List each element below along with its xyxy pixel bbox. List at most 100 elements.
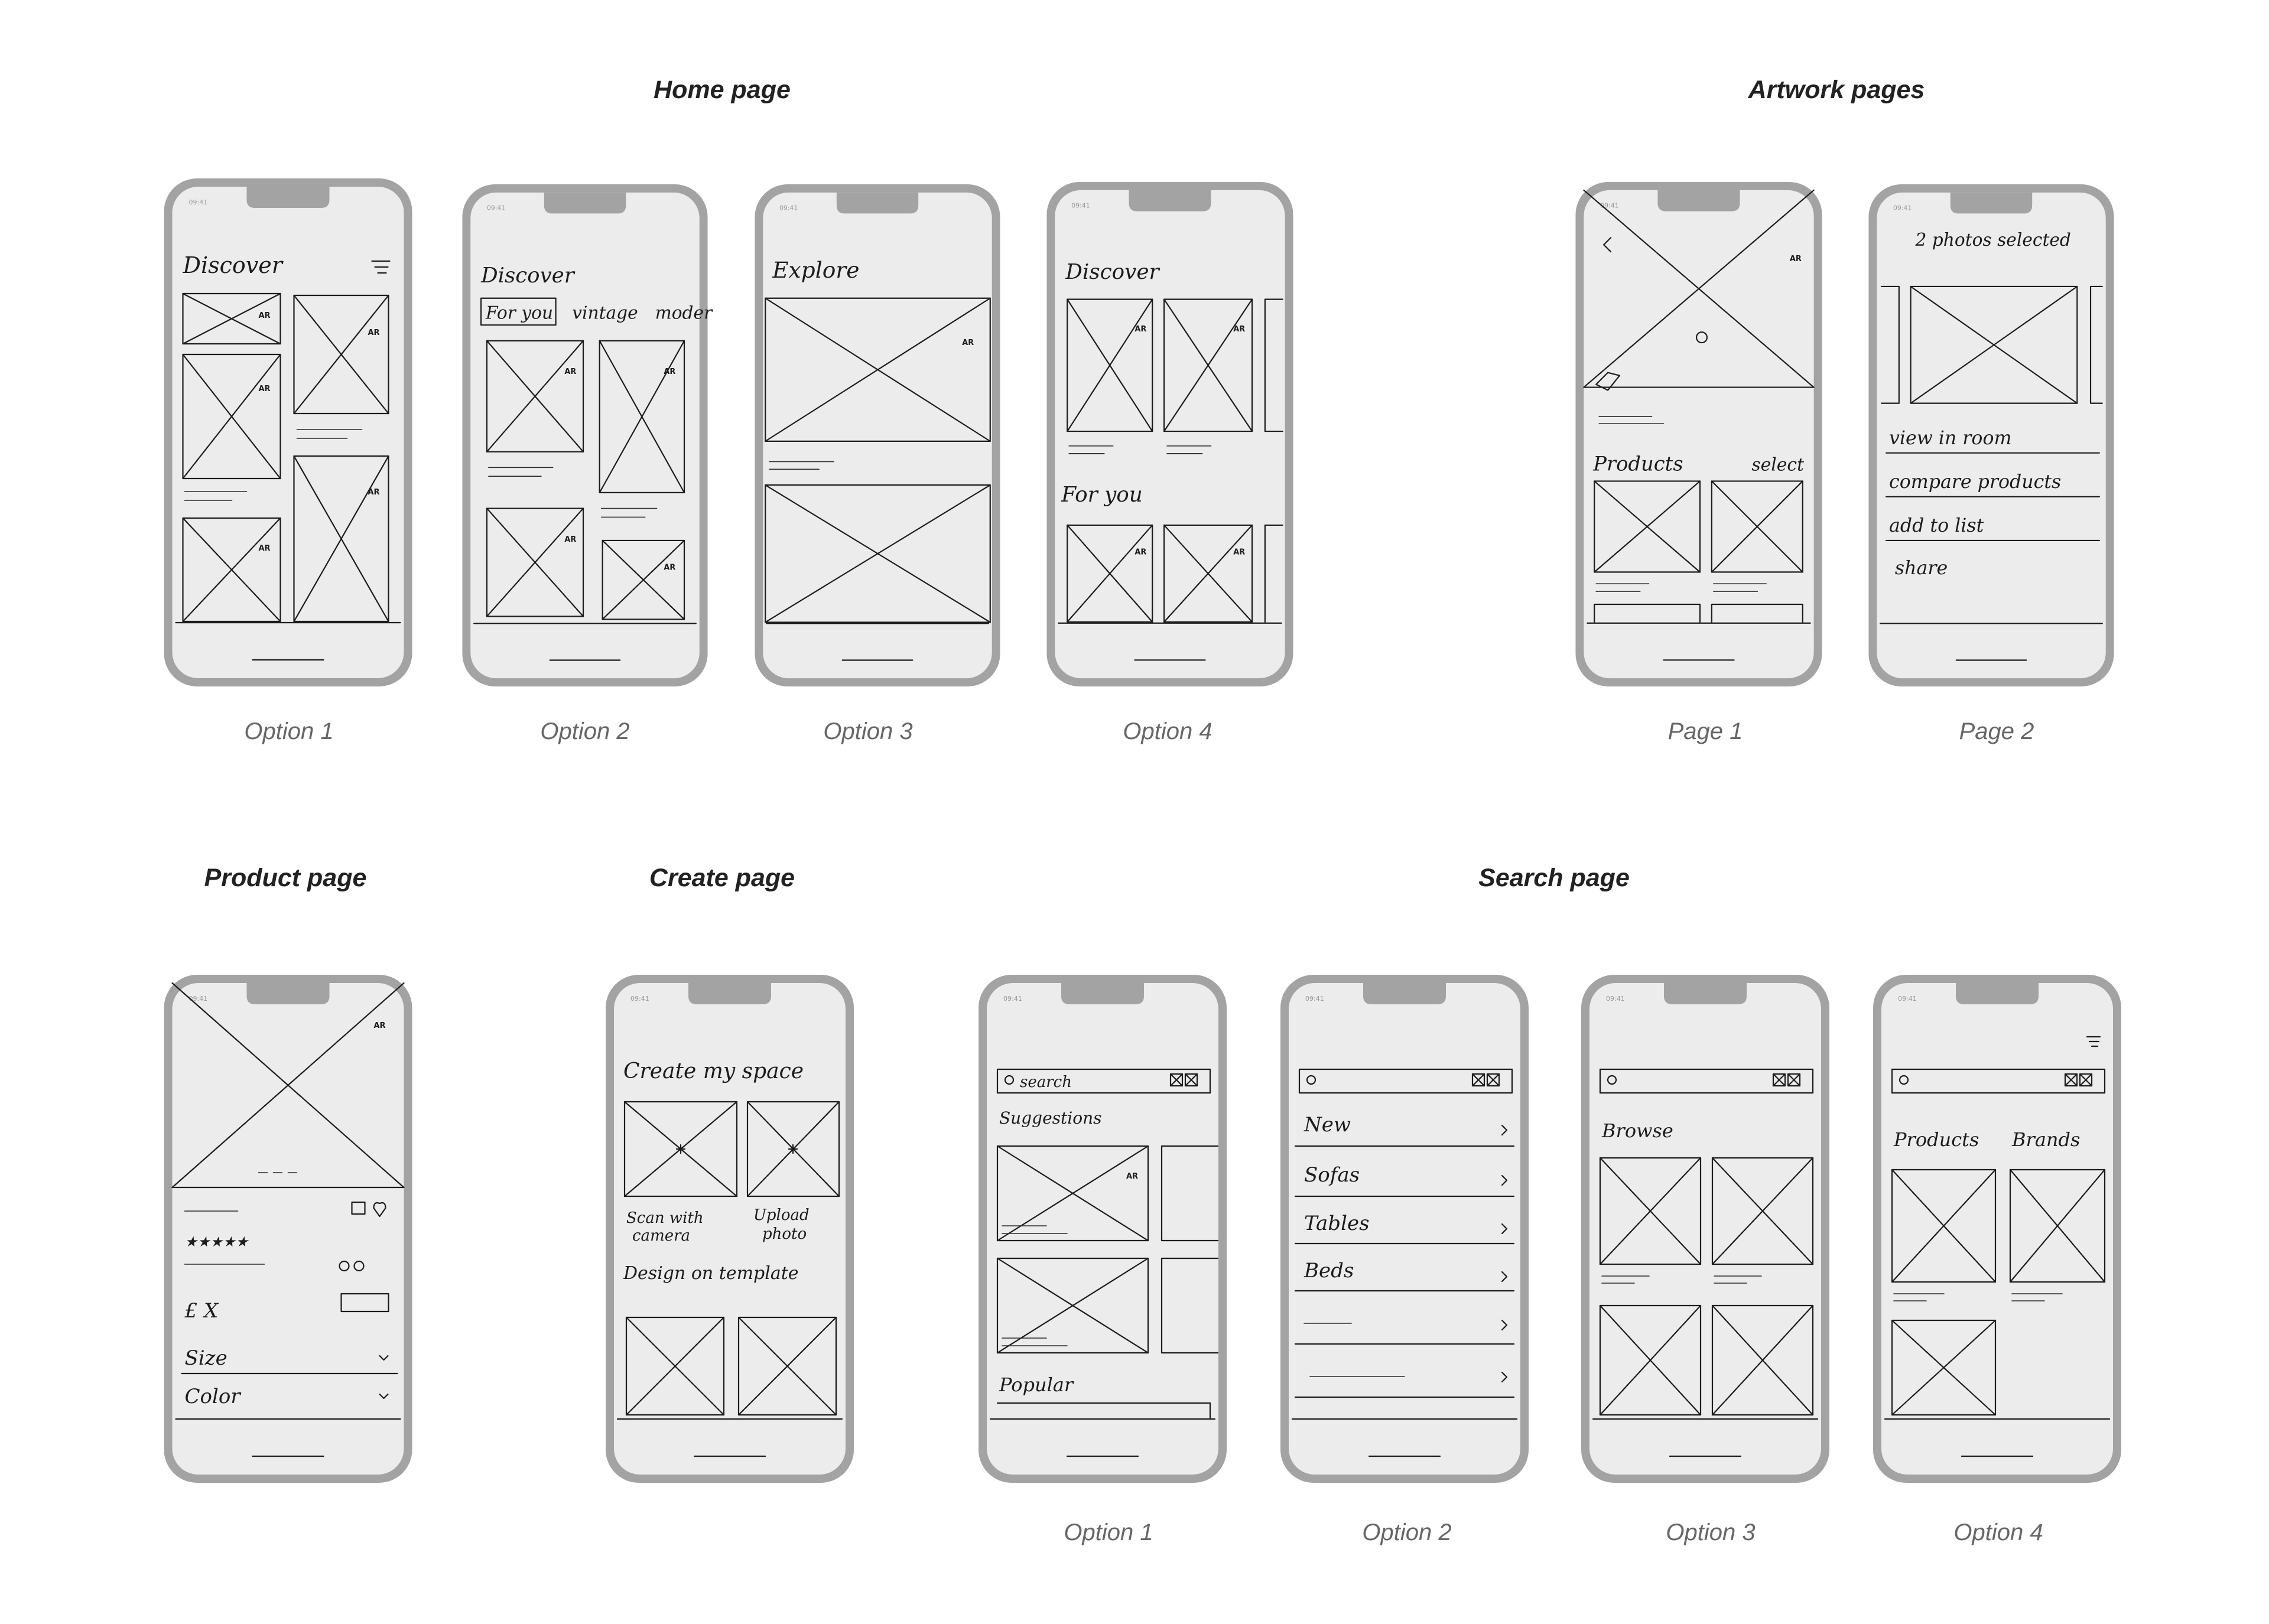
section-title-create: Create page (649, 864, 795, 892)
svg-text:09:41: 09:41 (189, 198, 208, 206)
select-link[interactable]: select (1751, 455, 1805, 476)
svg-text:AR: AR (259, 385, 271, 393)
svg-text:09:41: 09:41 (1071, 202, 1090, 210)
back-icon (1603, 237, 1612, 253)
caption-home-option-2: Option 2 (540, 718, 630, 744)
wireframe-search-option-1: 09:41 search Suggestions AR Popular (975, 975, 1230, 1483)
svg-text:AR: AR (1790, 255, 1802, 263)
category-beds[interactable]: Beds (1303, 1259, 1354, 1283)
filter-icon (2086, 1036, 2101, 1047)
svg-text:AR: AR (368, 488, 380, 497)
svg-text:09:41: 09:41 (189, 995, 208, 1003)
svg-text:camera: camera (632, 1227, 690, 1245)
wireframe-home-option-3: 09:41 Explore AR (753, 184, 1002, 686)
wireframe-home-option-1: 09:41 Discover AR AR AR AR AR (162, 178, 414, 686)
caption-home-option-1: Option 1 (244, 718, 334, 744)
tab-products[interactable]: Products (1893, 1128, 1979, 1151)
rating-stars: ★★★★★ (185, 1234, 249, 1250)
heart-icon (373, 1202, 386, 1218)
svg-text:AR: AR (1134, 325, 1146, 334)
tab-modern[interactable]: moder (655, 302, 713, 323)
search-input[interactable] (1298, 1068, 1513, 1094)
explore-heading: Explore (772, 257, 859, 283)
caption-search-option-1: Option 1 (1064, 1519, 1153, 1545)
category-tables[interactable]: Tables (1304, 1212, 1370, 1235)
svg-text:photo: photo (762, 1225, 807, 1243)
wireframe-product-page: 09:41 AR ★★★★★ £ X Size Color (162, 975, 414, 1483)
wireframe-artwork-page-2: 09:41 2 photos selected view in room com… (1867, 184, 2115, 686)
design-on-template-heading: Design on template (623, 1263, 799, 1284)
menu-share[interactable]: share (1895, 558, 1948, 579)
svg-text:AR: AR (664, 563, 675, 572)
caption-search-option-2: Option 2 (1362, 1519, 1452, 1545)
menu-add-to-list[interactable]: add to list (1889, 515, 1984, 536)
size-select[interactable]: Size (185, 1346, 227, 1370)
svg-text:AR: AR (1233, 325, 1245, 334)
caption-home-option-3: Option 3 (823, 718, 913, 744)
svg-text:AR: AR (564, 535, 576, 544)
svg-text:Scan with: Scan with (626, 1209, 704, 1227)
wireframe-search-option-2: 09:41 New Sofas Tables Beds (1277, 975, 1532, 1483)
svg-text:search: search (1020, 1073, 1072, 1091)
discover-heading: Discover (480, 263, 576, 288)
section-title-search: Search page (1478, 864, 1630, 892)
search-icon (1607, 1075, 1617, 1085)
section-title-product: Product page (204, 864, 367, 892)
search-input[interactable] (1891, 1068, 2106, 1094)
svg-text:09:41: 09:41 (779, 204, 798, 211)
color-select[interactable]: Color (185, 1385, 242, 1408)
search-icon (1899, 1075, 1909, 1085)
svg-text:AR: AR (564, 367, 576, 376)
tab-brands[interactable]: Brands (2011, 1128, 2080, 1151)
svg-text:09:41: 09:41 (1606, 995, 1625, 1003)
search-icon (1306, 1075, 1316, 1085)
photos-selected-label: 2 photos selected (1915, 229, 2071, 250)
svg-text:09:41: 09:41 (1305, 995, 1324, 1003)
upload-photo-tile[interactable] (746, 1101, 840, 1197)
caption-artwork-page-1: Page 1 (1667, 718, 1743, 744)
price-label: £ X (184, 1299, 219, 1323)
discover-heading: Discover (1065, 260, 1160, 284)
search-input[interactable] (996, 1068, 1211, 1094)
wireframe-search-option-4: 09:41 Products Brands (1870, 975, 2124, 1483)
caption-search-option-3: Option 3 (1666, 1519, 1756, 1545)
svg-text:Upload: Upload (753, 1206, 810, 1224)
browse-heading: Browse (1601, 1119, 1673, 1142)
wireframe-artwork-page-1: 09:41 AR Products select (1575, 182, 1823, 686)
category-sofas[interactable]: Sofas (1304, 1163, 1360, 1187)
wireframe-home-option-4: 09:41 Discover AR AR For you AR AR (1046, 182, 1294, 686)
svg-text:09:41: 09:41 (1003, 995, 1022, 1003)
svg-text:AR: AR (962, 339, 974, 347)
caption-artwork-page-2: Page 2 (1959, 718, 2034, 744)
wireframe-search-option-3: 09:41 Browse (1579, 975, 1832, 1483)
svg-text:AR: AR (1233, 548, 1245, 557)
menu-view-in-room[interactable]: view in room (1889, 428, 2011, 449)
wireframe-home-option-2: 09:41 Discover For you vintage moder AR … (461, 184, 713, 686)
quantity-stepper[interactable] (340, 1293, 389, 1313)
share-icon (351, 1201, 366, 1215)
svg-text:09:41: 09:41 (630, 995, 649, 1003)
svg-text:AR: AR (259, 544, 271, 553)
svg-text:09:41: 09:41 (487, 204, 505, 211)
svg-text:AR: AR (664, 367, 675, 376)
svg-text:AR: AR (1134, 548, 1146, 557)
discover-heading: Discover (183, 252, 284, 278)
search-input[interactable] (1599, 1068, 1814, 1094)
section-title-artwork: Artwork pages (1748, 76, 1925, 104)
popular-heading: Popular (999, 1374, 1074, 1396)
tab-for-you[interactable]: For you (485, 302, 553, 323)
svg-text:09:41: 09:41 (1898, 995, 1917, 1003)
svg-text:AR: AR (1126, 1172, 1138, 1181)
svg-text:AR: AR (259, 311, 271, 320)
tab-vintage[interactable]: vintage (572, 302, 638, 323)
wireframe-create-page: 09:41 Create my space Scan with camera U… (606, 975, 854, 1483)
menu-compare-products[interactable]: compare products (1889, 471, 2061, 493)
category-new[interactable]: New (1303, 1113, 1351, 1137)
for-you-heading: For you (1061, 483, 1143, 507)
scan-with-camera-tile[interactable] (623, 1101, 738, 1197)
products-heading: Products (1592, 453, 1683, 476)
caption-home-option-4: Option 4 (1123, 718, 1212, 744)
svg-text:AR: AR (368, 328, 380, 337)
svg-text:09:41: 09:41 (1893, 204, 1912, 211)
svg-text:09:41: 09:41 (1600, 202, 1618, 210)
